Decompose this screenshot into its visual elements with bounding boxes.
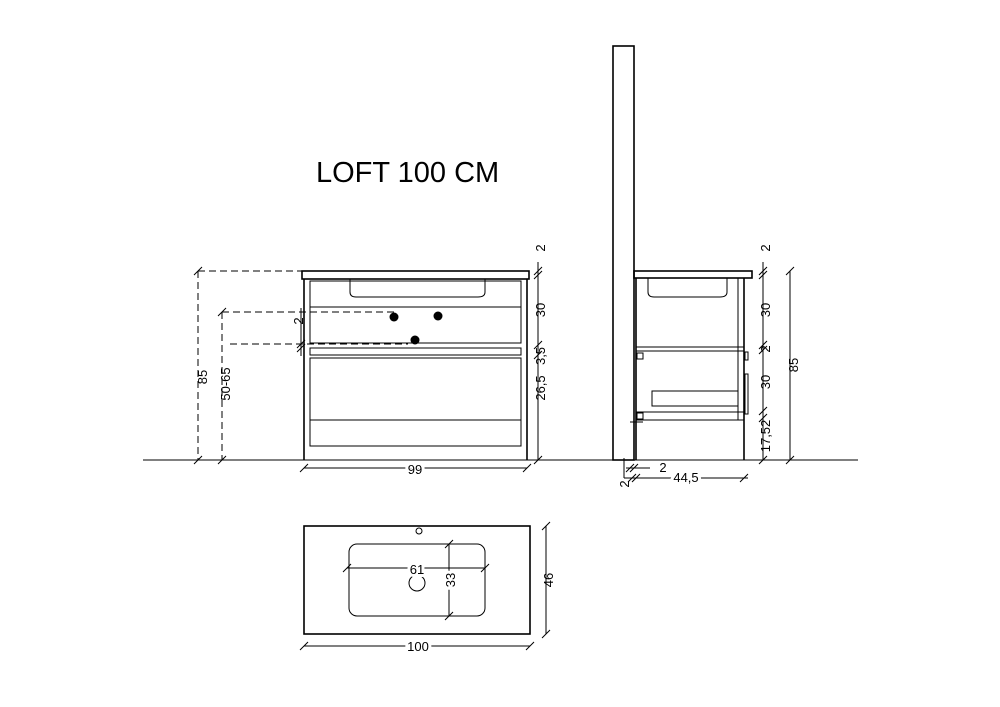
side-countertop [633, 270, 753, 279]
tick [758, 345, 768, 355]
tick [541, 521, 551, 531]
tick [296, 343, 306, 353]
front-rail [309, 347, 522, 356]
dim-label-pipe-gap: 2 [291, 317, 306, 324]
dim-label-top-width: 100 [407, 639, 429, 654]
dim-label-depth: 44,5 [673, 470, 698, 485]
tick [299, 463, 309, 473]
tick [629, 463, 639, 473]
dim-label-side-lower: 30 [758, 375, 773, 389]
water-inlet-left [389, 312, 399, 322]
tap-hole [415, 527, 423, 535]
tick [627, 473, 637, 483]
tick [480, 563, 490, 573]
dim-label-side-mid: 2 [758, 345, 773, 352]
top-basin-outline [348, 543, 486, 617]
tick [525, 641, 535, 651]
side-handle-lower [744, 373, 749, 415]
dim-label-basin-depth: 33 [443, 573, 458, 587]
tick [299, 641, 309, 651]
dim-label-side-top: 2 [758, 244, 773, 251]
front-upper-drawer [309, 280, 522, 344]
dim-label-front-lower: 26,5 [533, 375, 548, 400]
tick [758, 413, 768, 423]
dim-label-side-upper: 30 [758, 303, 773, 317]
drawing-title: LOFT 100 CM [316, 157, 499, 189]
tick [758, 340, 768, 350]
side-handle-upper [744, 351, 749, 361]
top-countertop-outline [303, 525, 531, 635]
tick [533, 350, 543, 360]
tick [444, 611, 454, 621]
tick [785, 266, 795, 276]
tick [522, 463, 532, 473]
front-basin-outline [349, 279, 486, 298]
side-basin-outline [647, 278, 728, 298]
dim-label-front-rail: 3,5 [533, 347, 548, 365]
tick [193, 266, 203, 276]
tick [193, 455, 203, 465]
dim-label-width-99: 99 [408, 462, 422, 477]
water-inlet-right [433, 311, 443, 321]
top-view: 61 33 46 100 [299, 521, 556, 657]
tick [758, 455, 768, 465]
tick [533, 270, 543, 280]
tick [758, 406, 768, 416]
dim-label-basin-width: 61 [410, 562, 424, 577]
wall-section [612, 45, 635, 461]
tick [631, 473, 641, 483]
tick [533, 340, 543, 350]
tick [217, 307, 227, 317]
dim-label-front-upper: 30 [533, 303, 548, 317]
side-view: 2 30 2 30 17,52 85 2 2 44,5 [612, 45, 801, 488]
front-lower-drawer [309, 357, 522, 447]
dim-label-height-range: 50-65 [218, 367, 233, 400]
dim-label-side-bottom: 17,52 [758, 420, 773, 453]
front-countertop [301, 270, 530, 280]
tick [541, 629, 551, 639]
drain-outlet [410, 335, 420, 345]
tick [296, 339, 306, 349]
tick [625, 463, 635, 473]
basin-drain [408, 574, 426, 592]
dim-label-side-total: 85 [786, 358, 801, 372]
tick [444, 539, 454, 549]
tick [739, 473, 749, 483]
tick [533, 455, 543, 465]
dim-label-wall-gap: 2 [659, 460, 666, 475]
dim-label-height-85: 85 [195, 370, 210, 384]
dim-label-offset: 2 [617, 480, 632, 487]
front-view: 85 50-65 2 99 2 30 3,5 26,5 [193, 244, 548, 480]
side-bracket-upper [636, 352, 644, 360]
tick [758, 270, 768, 280]
tick [758, 266, 768, 276]
tick [342, 563, 352, 573]
side-bracket-lower [636, 412, 644, 420]
tick [533, 266, 543, 276]
dim-label-front-top: 2 [533, 244, 548, 251]
tick [785, 455, 795, 465]
tick [217, 455, 227, 465]
side-drawer-box [651, 390, 739, 407]
dim-label-top-depth: 46 [541, 573, 556, 587]
